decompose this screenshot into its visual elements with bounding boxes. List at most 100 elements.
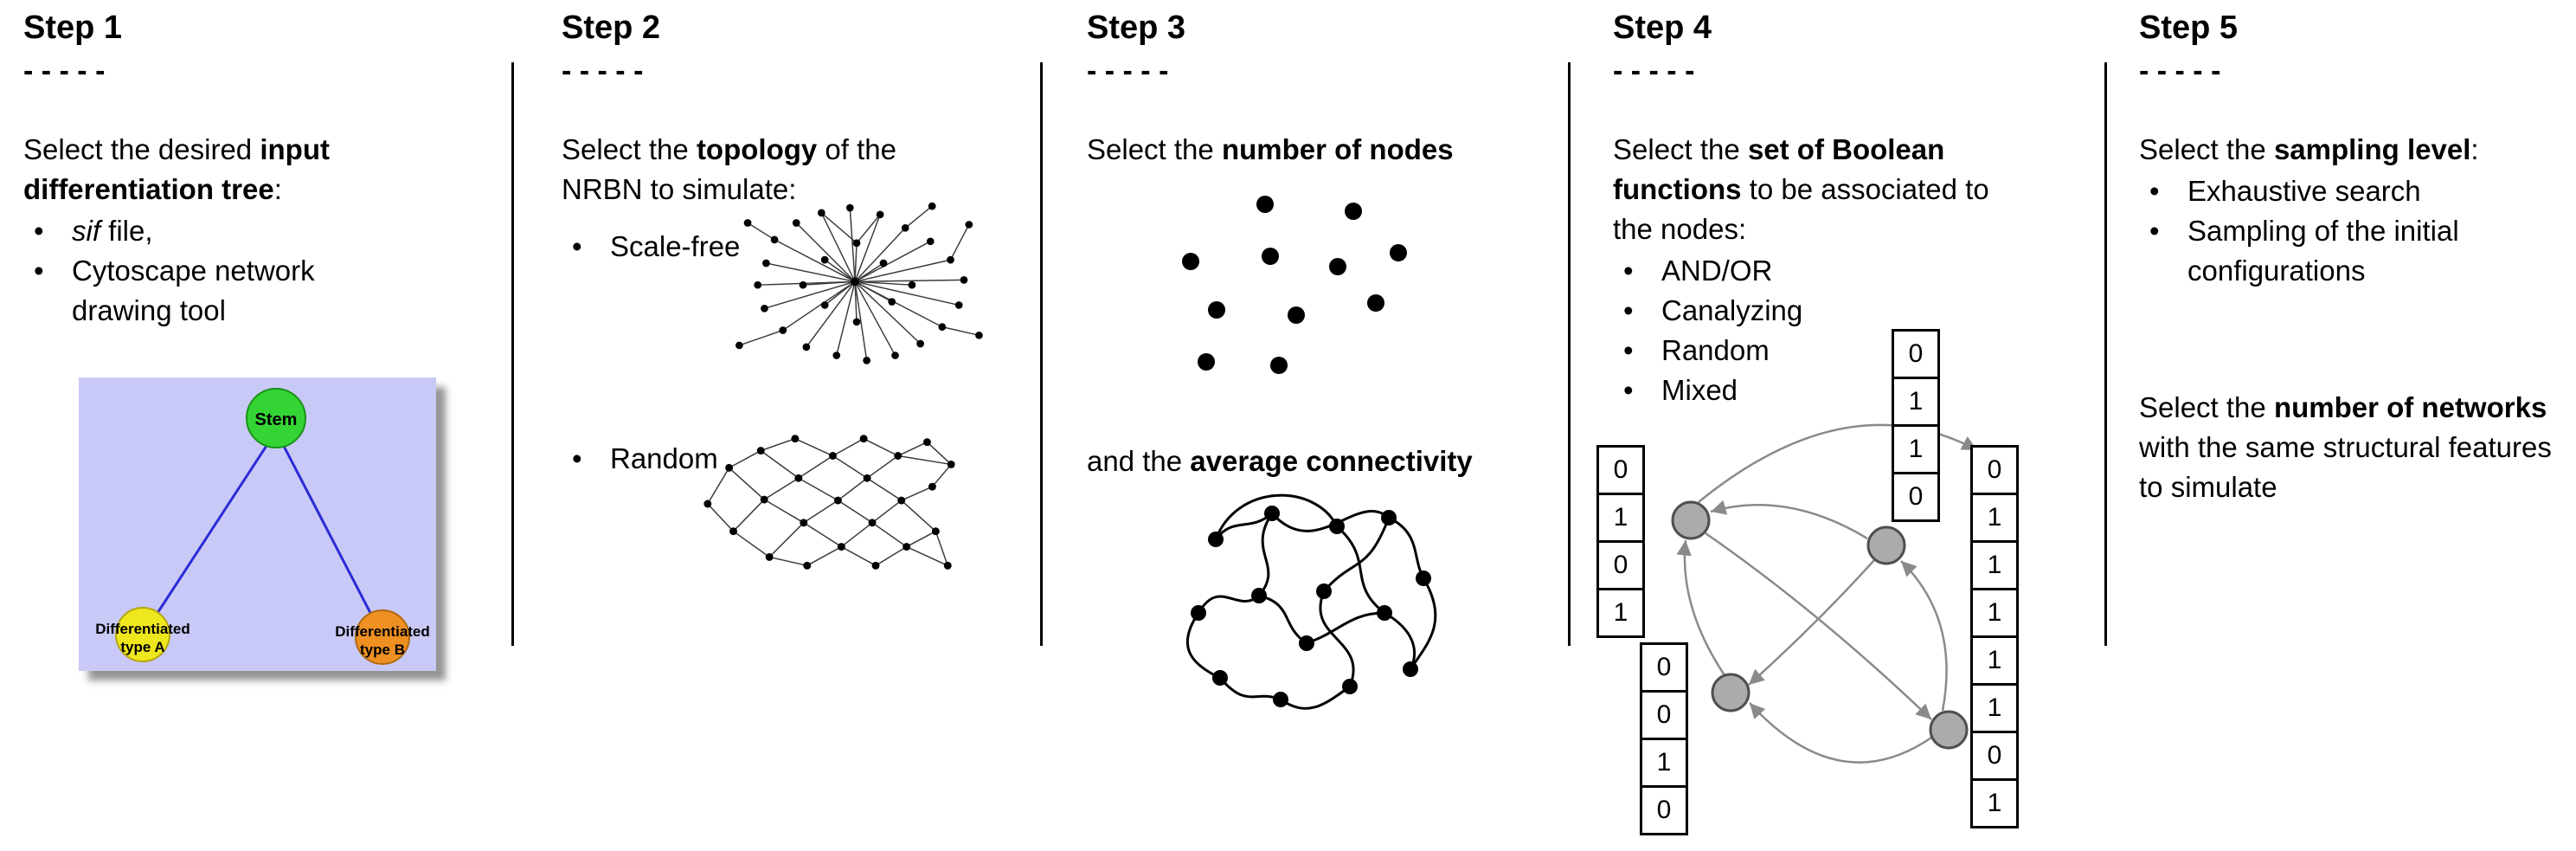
text-segment-bold: topology [696, 133, 818, 165]
truth-cell: 0 [1640, 642, 1688, 693]
text-segment-italic: sif [72, 215, 100, 247]
bullet-cytoscape: Cytoscape network drawing tool [23, 251, 395, 331]
text-segment-bold: set of Boolean functions [1613, 133, 1945, 205]
text-segment: Select the [1613, 133, 1748, 165]
text-segment-bold: input differentiation tree [23, 133, 330, 205]
step-4-title: Step 4 [1613, 10, 1712, 46]
text-segment: Select the [562, 133, 697, 165]
step-1-column: Step 1 - - - - - Select the desired inpu… [23, 9, 395, 331]
column-divider [1568, 62, 1571, 646]
text-segment: : [273, 173, 282, 205]
text-segment-bold: number of networks [2273, 391, 2547, 423]
column-divider [511, 62, 514, 646]
bullet-mixed: Mixed [1613, 371, 2024, 410]
bullet-sif-file: sif file, [23, 211, 395, 251]
truth-cell: 1 [1970, 778, 2019, 828]
truth-cell: 1 [1970, 635, 2019, 686]
differentiation-tree-figure: Stem Differentiated type A Differentiate… [79, 377, 436, 671]
step-4-bullet-list: AND/OR Canalyzing Random Mixed [1613, 251, 2024, 410]
step-2-intro: Select the topology of the NRBN to simul… [562, 130, 942, 210]
step-1-bullet-list: sif file, Cytoscape network drawing tool [23, 211, 395, 331]
text-segment-bold: sampling level [2273, 133, 2471, 165]
step-2-column: Step 2 - - - - - Select the topology of … [562, 9, 942, 615]
text-segment: Select the [2139, 133, 2274, 165]
text-segment: Select the [2139, 391, 2274, 423]
truth-cell: 0 [1892, 329, 1940, 379]
bullet-random-functions: Random [1613, 331, 2024, 371]
step-4-column: Step 4 - - - - - Select the set of Boole… [1613, 9, 2024, 410]
boolean-network-illustration [1671, 423, 1978, 764]
bullet-canalyzing: Canalyzing [1613, 291, 2024, 331]
truth-table-top: 0 1 1 0 [1892, 329, 1940, 522]
text-segment: of the NRBN to simulate: [562, 133, 896, 205]
differentiation-tree-illustration: Stem Differentiated type A Differentiate… [79, 377, 436, 671]
bullet-exhaustive-search: Exhaustive search [2139, 171, 2576, 211]
text-segment: to be associated to the nodes: [1613, 173, 1989, 245]
differentiated-b-node [355, 609, 410, 665]
differentiated-a-node [115, 607, 170, 662]
bullet-scale-free: Scale-free [562, 227, 740, 267]
step-5-second-paragraph: Select the number of networks with the s… [2139, 388, 2576, 507]
stem-node [246, 388, 306, 448]
step-1-dashes: - - - - - [23, 55, 106, 87]
truth-cell: 1 [1892, 377, 1940, 427]
differentiated-b-label-line2: type B [360, 641, 405, 658]
differentiated-a-label-line1: Differentiated [95, 621, 190, 637]
column-divider [1040, 62, 1043, 646]
step-3-line2: and the average connectivity [1087, 442, 1473, 481]
step-3-title: Step 3 [1087, 10, 1186, 46]
truth-cell: 0 [1970, 731, 2019, 781]
text-segment-bold: average connectivity [1190, 445, 1473, 477]
truth-cell: 0 [1596, 445, 1645, 495]
truth-cell: 1 [1596, 493, 1645, 543]
text-segment: Select the [1087, 133, 1222, 165]
truth-cell: 0 [1596, 540, 1645, 590]
step-2-title: Step 2 [562, 10, 661, 46]
step-3-line1: Select the number of nodes [1087, 130, 1571, 170]
truth-table-right: 0 1 1 1 1 1 0 1 [1970, 445, 2019, 828]
random-network-illustration [703, 435, 955, 570]
scale-free-network-illustration [736, 202, 983, 364]
boolean-network-figure: 0 1 0 1 0 1 1 0 0 0 1 0 0 1 1 1 1 1 0 1 [1596, 320, 2116, 848]
step-5-column: Step 5 - - - - - Select the sampling lev… [2139, 9, 2576, 615]
truth-cell: 1 [1892, 424, 1940, 474]
scattered-nodes-illustration [1182, 196, 1407, 374]
stem-node-label: Stem [255, 410, 298, 429]
truth-cell: 1 [1970, 588, 2019, 638]
step-1-intro: Select the desired input differentiation… [23, 130, 395, 210]
truth-table-left: 0 1 0 1 [1596, 445, 1645, 638]
boolean-node [1929, 710, 1969, 750]
boolean-node [1711, 673, 1751, 712]
tangled-network-illustration [1186, 493, 1437, 710]
truth-cell: 0 [1640, 690, 1688, 740]
step-1-title: Step 1 [23, 10, 123, 46]
tree-edge-left [145, 430, 278, 631]
truth-cell: 0 [1892, 472, 1940, 522]
boolean-node [1671, 500, 1711, 540]
step-4-intro: Select the set of Boolean functions to b… [1613, 130, 2024, 249]
truth-cell: 1 [1640, 738, 1688, 788]
bullet-sampling-initial-configurations: Sampling of the initial configurations [2139, 211, 2576, 291]
text-segment-bold: number of nodes [1221, 133, 1454, 165]
text-segment: and the [1087, 445, 1191, 477]
text-segment: : [2470, 133, 2479, 165]
step-3-dashes: - - - - - [1087, 55, 1169, 87]
step-5-title: Step 5 [2139, 10, 2239, 46]
step-2-dashes: - - - - - [562, 55, 644, 87]
step-4-dashes: - - - - - [1613, 55, 1695, 87]
text-segment: Select the desired [23, 133, 260, 165]
bullet-random: Random [562, 439, 718, 479]
truth-cell: 1 [1970, 683, 2019, 733]
truth-cell: 0 [1640, 785, 1688, 835]
truth-table-bottom-left: 0 0 1 0 [1640, 642, 1688, 835]
truth-cell: 0 [1970, 445, 2019, 495]
differentiated-a-label-line2: type A [120, 639, 164, 655]
step-5-intro: Select the sampling level: [2139, 130, 2576, 170]
bullet-and-or: AND/OR [1613, 251, 2024, 291]
boolean-node [1866, 525, 1906, 565]
truth-cell: 1 [1596, 588, 1645, 638]
differentiated-b-label-line1: Differentiated [335, 623, 430, 640]
column-divider [2104, 62, 2107, 646]
step-5-dashes: - - - - - [2139, 55, 2221, 87]
text-segment: file, [100, 215, 153, 247]
